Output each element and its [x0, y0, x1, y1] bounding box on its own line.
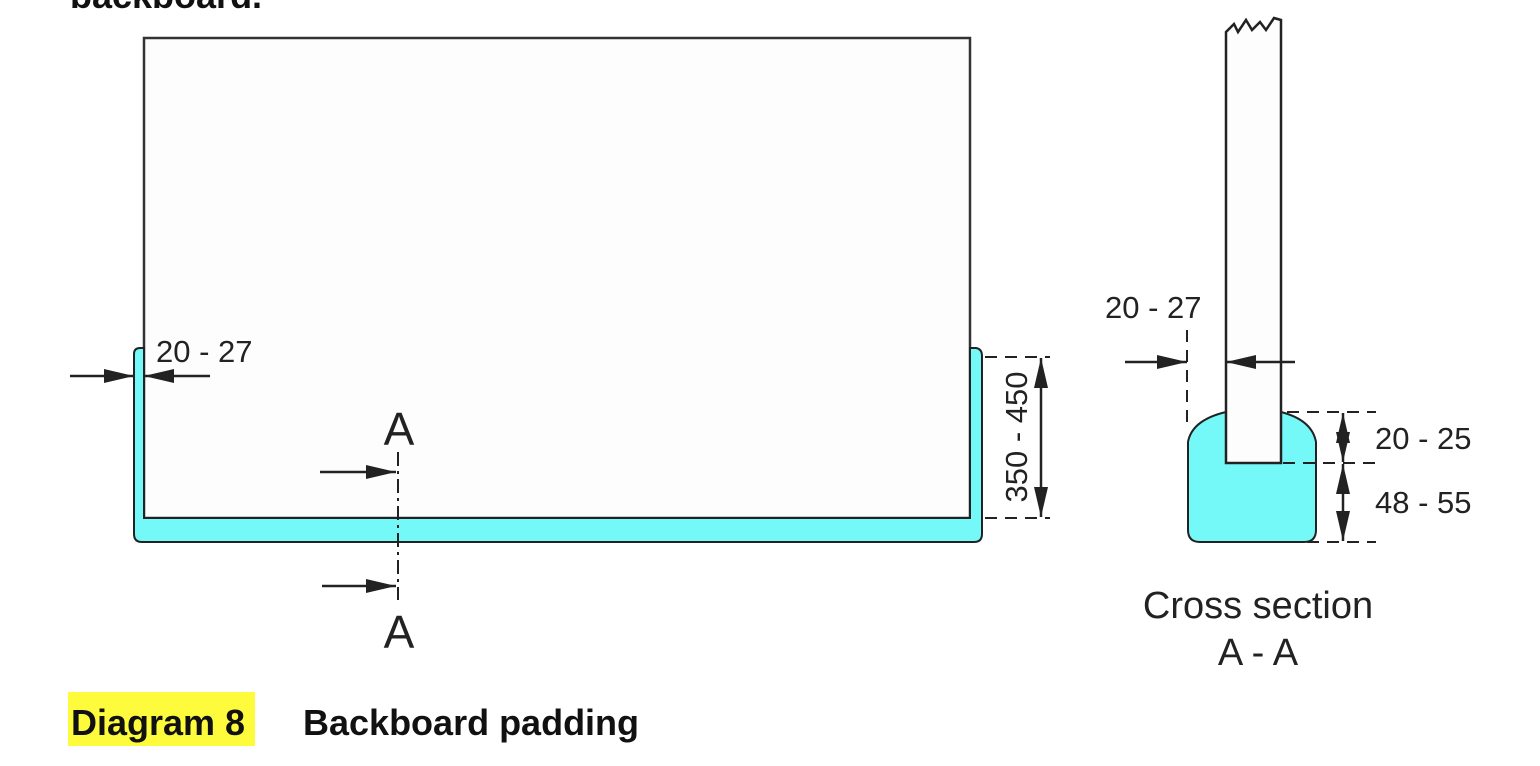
section-marker-bottom: A — [384, 606, 415, 658]
section-marker-top: A — [384, 403, 415, 455]
front-view: 20 - 27 350 - 450 A A — [70, 36, 1050, 658]
cross-section-view: 20 - 27 20 - 25 48 - 55 Cross section A … — [1105, 16, 1472, 674]
section-width-dimension: 20 - 27 — [1105, 290, 1295, 425]
padding-height-label: 350 - 450 — [999, 372, 1034, 503]
section-thickness-dimensions: 20 - 25 48 - 55 — [1283, 411, 1472, 543]
padding-width-dimension: 20 - 27 — [70, 334, 253, 383]
cross-section-subtitle: A - A — [1218, 632, 1299, 674]
backboard — [142, 36, 972, 520]
top-text-fragment: backboard. — [70, 0, 262, 16]
padding-profile — [1187, 411, 1317, 543]
cross-section-title: Cross section — [1143, 585, 1373, 627]
section-width-label: 20 - 27 — [1105, 290, 1202, 325]
caption-number: Diagram 8 — [71, 702, 245, 743]
caption-title: Backboard padding — [303, 702, 639, 743]
top-thickness-label: 20 - 25 — [1375, 421, 1472, 456]
caption: Diagram 8 Backboard padding — [68, 692, 639, 746]
padding-height-dimension: 350 - 450 — [985, 356, 1050, 519]
caption-highlight — [68, 692, 255, 746]
padding-width-label: 20 - 27 — [156, 334, 253, 369]
padding-strip — [133, 347, 983, 543]
backboard-section — [1224, 16, 1283, 465]
section-line-a-a: A A — [320, 403, 415, 658]
bottom-thickness-label: 48 - 55 — [1375, 485, 1472, 520]
